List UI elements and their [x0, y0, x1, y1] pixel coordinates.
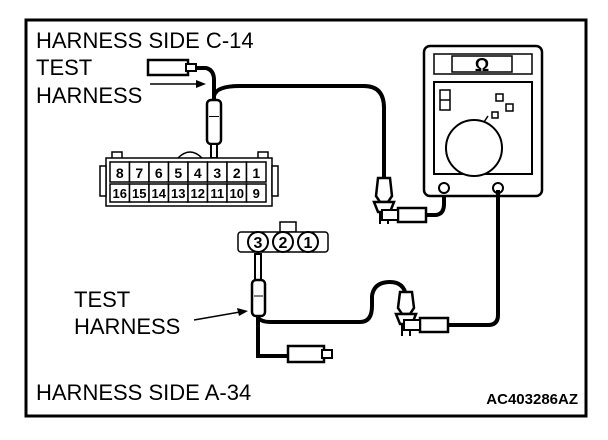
bottom-title: HARNESS SIDE A-34 [36, 380, 251, 405]
c14-pin-label: 5 [174, 165, 182, 181]
c14-pin-label: 10 [230, 186, 244, 201]
top-test-arrow [150, 80, 206, 88]
top-test-label-line2: HARNESS [36, 83, 142, 108]
c14-pin-label: 6 [155, 165, 163, 181]
top-test-harness-probe [146, 58, 216, 94]
meter-com-plug [381, 190, 446, 224]
mid-test-label-line1: TEST [74, 287, 130, 312]
c14-pin-16: 16 [109, 183, 131, 203]
a34-pin3-probe [250, 253, 267, 318]
c14-pin-11: 11 [206, 183, 228, 203]
c14-pin-7: 7 [128, 161, 150, 183]
c14-pin3-probe [205, 94, 223, 159]
c14-pin-label: 12 [191, 186, 205, 201]
c14-pin-label: 11 [210, 186, 224, 201]
c14-pin-12: 12 [187, 183, 209, 203]
c14-bottom-row: 16 15 14 13 12 11 10 9 [109, 183, 267, 203]
figure-border [24, 18, 588, 418]
c14-pin-label: 8 [116, 165, 124, 181]
c14-lead-wire [212, 84, 386, 178]
mid-test-label-line2: HARNESS [74, 314, 180, 339]
meter-com-jack[interactable] [438, 182, 450, 194]
ohmmeter: Ω [422, 44, 544, 198]
c14-pin-13: 13 [167, 183, 189, 203]
c14-pin-label: 15 [132, 186, 146, 201]
c14-pin-4: 4 [187, 161, 209, 183]
meter-ohm-plug [403, 190, 500, 334]
figure-code: AC403286AZ [486, 391, 578, 408]
a34-bottom-lead [256, 316, 333, 364]
c14-pin-14: 14 [148, 183, 170, 203]
meter-dial[interactable] [445, 119, 503, 177]
c14-pin-label: 16 [113, 186, 127, 201]
mid-test-arrow [193, 308, 248, 321]
c14-pin-label: 3 [213, 165, 221, 181]
c14-pin-15: 15 [128, 183, 150, 203]
c14-pin-label: 13 [171, 186, 185, 201]
c14-pin-label: 14 [152, 186, 167, 201]
c14-pin-8: 8 [109, 161, 131, 183]
c14-pin-6: 6 [148, 161, 170, 183]
c14-pin-10: 10 [226, 183, 248, 203]
ohm-symbol: Ω [475, 55, 489, 75]
top-title: HARNESS SIDE C-14 [36, 28, 254, 53]
c14-pin-9: 9 [245, 183, 267, 203]
c14-pin-2: 2 [226, 161, 248, 183]
top-test-label-line1: TEST [36, 55, 92, 80]
a34-pin-2: 2 [272, 231, 294, 253]
a34-pin-label: 2 [279, 235, 288, 252]
c14-pin-label: 2 [233, 165, 241, 181]
c14-pin-5: 5 [167, 161, 189, 183]
c14-pin-label: 9 [253, 186, 260, 201]
a34-pin-label: 3 [254, 235, 263, 252]
a34-pin-label: 1 [304, 235, 313, 252]
c14-pin-3: 3 [206, 161, 228, 183]
c14-pin-label: 7 [135, 165, 143, 181]
a34-pin-1: 1 [297, 231, 319, 253]
c14-pin-label: 4 [194, 165, 202, 181]
c14-pin-label: 1 [252, 165, 260, 181]
a34-pin-3: 3 [247, 231, 269, 253]
a34-lead-wire [256, 279, 408, 324]
c14-pin-1: 1 [245, 161, 267, 183]
